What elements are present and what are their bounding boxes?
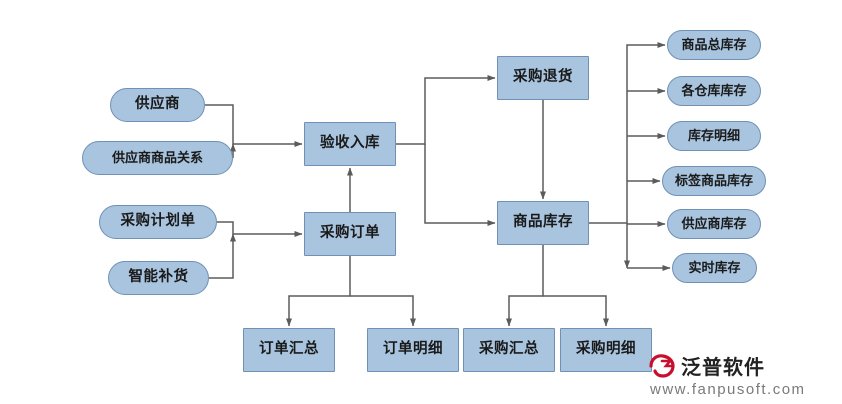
node-smart-replenish[interactable]: 智能补货 bbox=[108, 261, 209, 295]
node-label: 标签商品库存 bbox=[674, 172, 753, 188]
node-label: 商品库存 bbox=[513, 214, 573, 231]
node-purchase-return[interactable]: 采购退货 bbox=[497, 56, 589, 100]
node-stock-detail[interactable]: 库存明细 bbox=[667, 121, 761, 151]
node-supplier-goods-relation[interactable]: 供应商商品关系 bbox=[82, 141, 233, 175]
node-label-goods-stock[interactable]: 标签商品库存 bbox=[662, 166, 766, 196]
node-order-detail[interactable]: 订单明细 bbox=[367, 328, 459, 372]
node-total-stock[interactable]: 商品总库存 bbox=[667, 30, 761, 60]
node-warehouse-stock[interactable]: 各仓库库存 bbox=[667, 76, 761, 106]
node-label: 订单明细 bbox=[383, 341, 443, 358]
node-label: 各仓库库存 bbox=[681, 82, 747, 98]
node-label: 商品总库存 bbox=[681, 36, 747, 52]
fanpu-logo-icon bbox=[648, 352, 676, 380]
node-label: 智能补货 bbox=[128, 269, 189, 286]
watermark-logo: 泛普软件 www.fanpusoft.com bbox=[648, 351, 828, 398]
brand-name: 泛普软件 bbox=[681, 357, 765, 379]
node-purchase-plan[interactable]: 采购计划单 bbox=[99, 205, 217, 239]
node-goods-stock[interactable]: 商品库存 bbox=[497, 201, 589, 245]
node-supplier[interactable]: 供应商 bbox=[110, 88, 205, 122]
node-label: 采购计划单 bbox=[120, 213, 196, 230]
node-purchase-order[interactable]: 采购订单 bbox=[304, 212, 396, 256]
node-order-summary[interactable]: 订单汇总 bbox=[243, 328, 335, 372]
node-purchase-total[interactable]: 采购汇总 bbox=[463, 328, 555, 372]
node-label: 订单汇总 bbox=[259, 341, 319, 358]
logo-row: 泛普软件 bbox=[648, 351, 765, 380]
node-label: 采购订单 bbox=[320, 225, 380, 242]
node-label: 库存明细 bbox=[687, 127, 740, 143]
node-label: 供应商库存 bbox=[681, 215, 747, 231]
brand-url: www.fanpusoft.com bbox=[650, 381, 806, 398]
node-supplier-stock[interactable]: 供应商库存 bbox=[667, 209, 761, 239]
node-label: 采购退货 bbox=[513, 69, 573, 86]
node-accept-storage[interactable]: 验收入库 bbox=[304, 122, 396, 166]
node-realtime-stock[interactable]: 实时库存 bbox=[672, 253, 757, 283]
node-label: 供应商 bbox=[135, 96, 180, 113]
node-label: 实时库存 bbox=[688, 259, 741, 275]
node-label: 供应商商品关系 bbox=[111, 149, 203, 165]
node-label: 采购明细 bbox=[576, 341, 636, 358]
node-label: 采购汇总 bbox=[479, 341, 539, 358]
node-purchase-detail[interactable]: 采购明细 bbox=[560, 328, 652, 372]
node-label: 验收入库 bbox=[320, 135, 380, 152]
